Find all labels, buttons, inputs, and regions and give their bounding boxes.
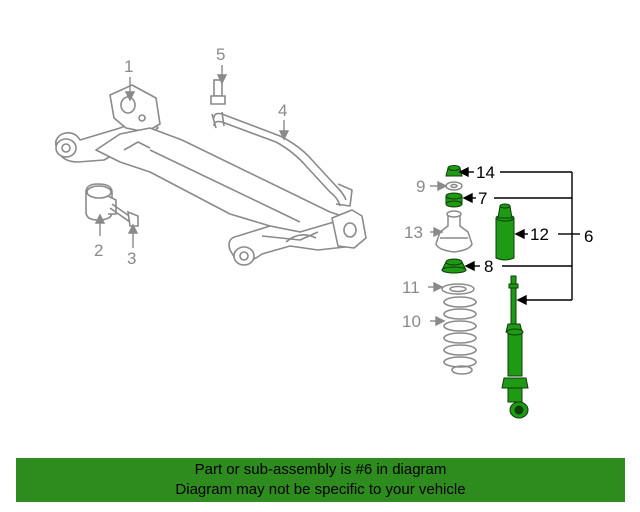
parts-diagram: 1 5 4 2 3: [54, 45, 593, 419]
callout-lines-right-black: [458, 166, 580, 306]
callout-13: 13: [404, 223, 423, 242]
footer-line-1: Part or sub-assembly is #6 in diagram: [194, 461, 447, 478]
spring-seat-part-11: [441, 283, 475, 295]
callout-7: 7: [478, 189, 487, 208]
bolt-part-5: [210, 79, 226, 105]
callout-3: 3: [127, 249, 136, 268]
footer-line-2: Diagram may not be specific to your vehi…: [175, 481, 466, 498]
callout-9: 9: [416, 177, 425, 196]
callout-8: 8: [484, 257, 493, 276]
bushing-part-2: [85, 183, 117, 221]
callout-4: 4: [278, 101, 287, 120]
callout-2: 2: [94, 241, 103, 260]
cushion-part-7: [445, 192, 463, 208]
shock-absorber-part-6: [501, 275, 529, 419]
callout-1: 1: [124, 57, 133, 76]
callout-14: 14: [476, 163, 495, 182]
footer-banner: Part or sub-assembly is #6 in diagram Di…: [16, 458, 625, 502]
callout-lines-right-gray: [428, 180, 448, 327]
callout-6: 6: [584, 227, 593, 246]
nut-part-14: [445, 165, 463, 177]
callout-lines-left: [94, 65, 290, 248]
callout-5: 5: [216, 45, 225, 64]
callout-10: 10: [402, 312, 421, 331]
washer-part-9: [445, 181, 463, 191]
axle-beam: [54, 84, 367, 266]
lower-cushion-part-8: [441, 258, 467, 274]
bolt-part-3: [109, 203, 139, 227]
callout-11: 11: [402, 278, 420, 297]
upper-support-part-13: [435, 210, 473, 253]
stabilizer-bar-part-4: [211, 111, 353, 207]
boot-part-12: [495, 203, 515, 261]
callout-12: 12: [530, 225, 549, 244]
coil-spring-part-10: [443, 296, 477, 375]
